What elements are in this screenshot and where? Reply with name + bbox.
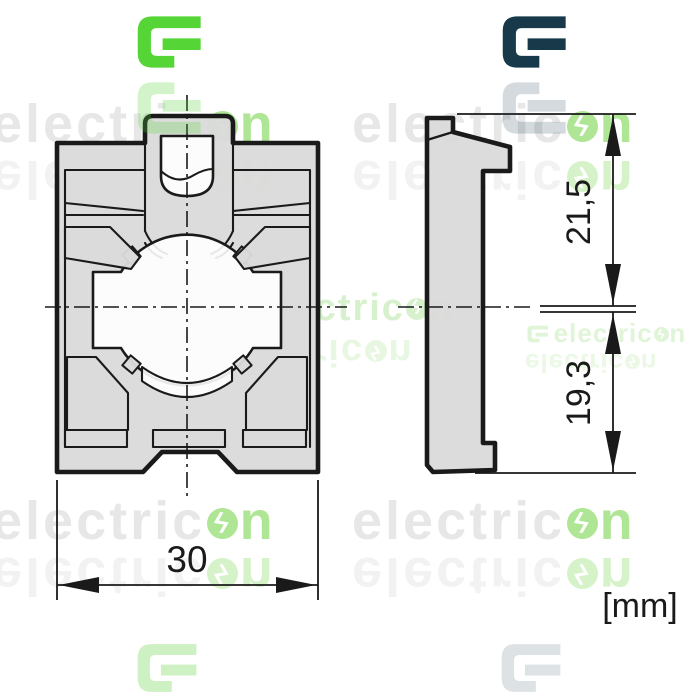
brand-logo-dark-reflection <box>492 73 572 138</box>
bolt-icon: ϟ <box>566 506 599 540</box>
dim-width-value: 30 <box>166 539 207 580</box>
arrow-up-icon <box>605 116 621 156</box>
dim-upper-value: 21,5 <box>560 179 598 245</box>
centerlines <box>45 95 535 497</box>
bolt-icon: ϟ <box>406 296 429 320</box>
bolt-icon: ϟ <box>566 109 599 143</box>
bolt-icon: ϟ <box>206 506 239 540</box>
side-view-body <box>424 115 513 475</box>
arrow-down-icon <box>605 431 621 471</box>
side-view-lug-line <box>425 130 455 142</box>
bottom-strips <box>63 428 308 449</box>
brand-logo-icon <box>502 16 566 68</box>
side-view <box>424 115 513 475</box>
dim-lower-value: 19,3 <box>560 360 598 426</box>
dimension-width: 30 <box>56 480 319 600</box>
dimension-lower-height: 19,3 <box>475 311 636 474</box>
unit-label: [mm] <box>602 587 678 625</box>
brand-mark-icon <box>525 322 549 348</box>
brand-logo-green-reflection <box>127 73 207 138</box>
arrow-down-icon <box>605 264 621 304</box>
brand-logo-green-faint <box>128 640 202 700</box>
arrow-left-icon <box>59 577 99 593</box>
arrow-up-icon <box>605 314 621 354</box>
brand-logo-dark <box>492 12 572 77</box>
brand-logo-icon <box>137 16 201 68</box>
chamfer-band <box>140 365 234 398</box>
extension-lines <box>475 311 636 474</box>
extension-lines <box>56 480 319 600</box>
extension-lines <box>457 113 636 307</box>
dimension-upper-height: 21,5 <box>457 113 636 307</box>
brand-logo-green <box>127 12 207 77</box>
bolt-icon: ϟ <box>653 326 669 342</box>
brand-logo-dark-faint <box>492 640 566 700</box>
arrow-right-icon <box>276 577 316 593</box>
latch-details <box>63 225 312 271</box>
lower-blocks <box>65 355 309 432</box>
